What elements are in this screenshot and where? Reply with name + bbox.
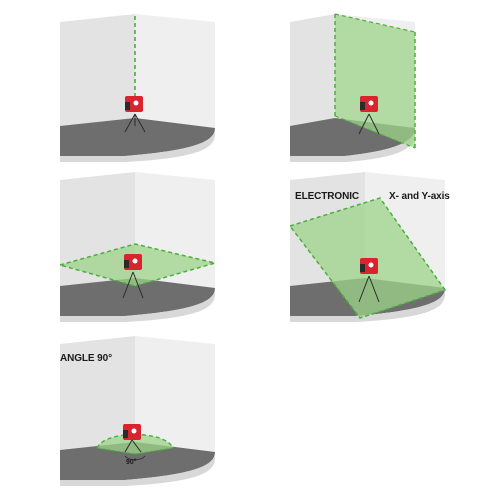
laser-device xyxy=(358,96,380,135)
laser-device xyxy=(122,254,144,299)
room-illustration-4 xyxy=(288,172,447,322)
panel-horizontal-plane xyxy=(55,168,220,333)
laser-device xyxy=(124,96,146,133)
room-illustration-1 xyxy=(60,14,215,162)
panel-label-angle: ANGLE 90° xyxy=(60,353,113,364)
laser-device xyxy=(123,424,142,453)
panel-label-electronic: ELECTRONIC xyxy=(295,191,360,202)
laser-device xyxy=(358,258,380,303)
panel-inclined-plane: ELECTRONIC X- and Y-axis xyxy=(285,168,450,333)
laser-plane xyxy=(335,14,415,148)
room-illustration-5 xyxy=(60,336,215,486)
panel-vertical-plane xyxy=(55,10,220,170)
panel-right-angle: ANGLE 90° 90° xyxy=(55,330,220,498)
room-illustration-2 xyxy=(290,13,416,162)
angle-value-label: 90° xyxy=(126,459,137,466)
panel-vertical-plane-diagonal xyxy=(285,10,450,170)
room-illustration-3 xyxy=(57,172,218,322)
panel-label-axis: X- and Y-axis xyxy=(389,191,450,202)
